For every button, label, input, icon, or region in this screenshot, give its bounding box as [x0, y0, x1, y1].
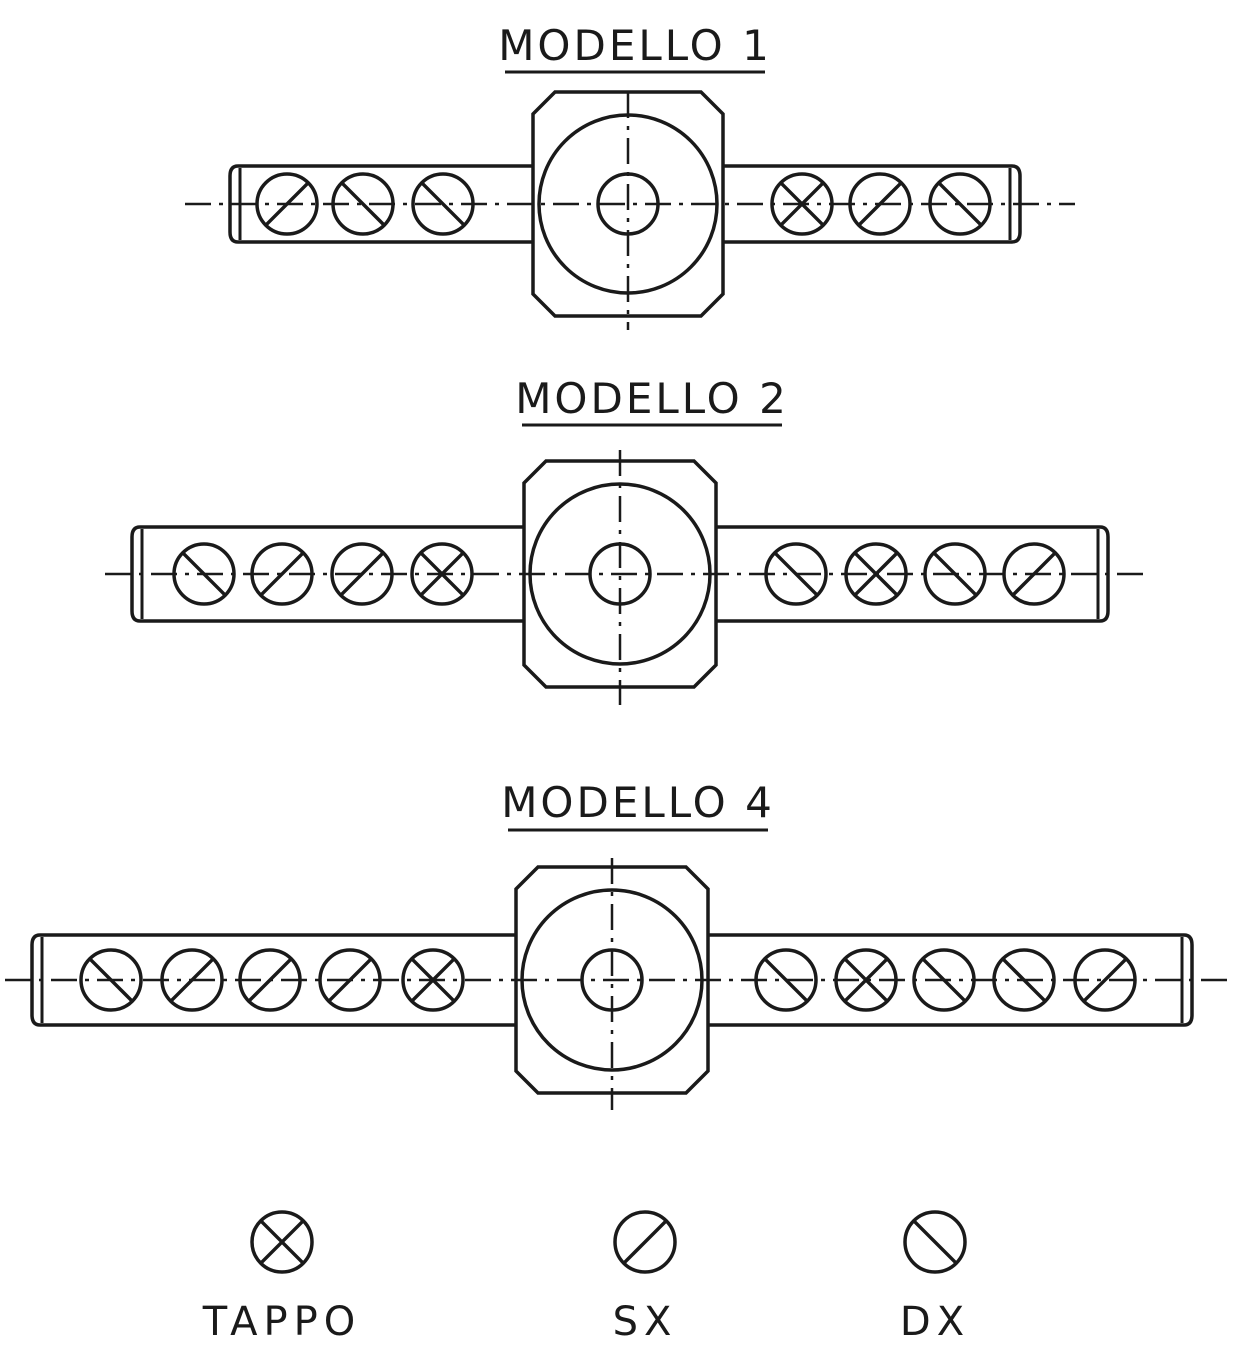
plug-backslash-line: [339, 180, 387, 228]
plug-slash-line: [338, 550, 386, 598]
plug-slash-line: [621, 1218, 669, 1266]
model-title: MODELLO 4: [501, 778, 775, 827]
legend-item-sx: SX: [613, 1210, 678, 1345]
model-3: MODELLO 4: [5, 778, 1232, 1110]
model-title: MODELLO 1: [498, 21, 772, 70]
plug-slash-line: [1081, 956, 1129, 1004]
legend-label: TAPPO: [202, 1299, 361, 1345]
legend-label: SX: [613, 1299, 678, 1345]
plug-tappo-icon: [250, 1210, 314, 1274]
plug-dx-icon: [903, 1210, 967, 1274]
plug-backslash-line: [911, 1218, 959, 1266]
legend-item-dx: DX: [900, 1210, 970, 1345]
plug-sx-icon: [613, 1210, 677, 1274]
plug-cross-line: [258, 1218, 306, 1266]
legend-label: DX: [900, 1299, 970, 1345]
model-2: MODELLO 2: [105, 374, 1145, 705]
plug-cross-line: [842, 956, 890, 1004]
plug-slash-line: [258, 550, 306, 598]
models-layer: MODELLO 1 MODELLO 2 MODELLO 4: [5, 21, 1232, 1110]
plug-backslash-line: [936, 180, 984, 228]
legend-item-tappo: TAPPO: [202, 1210, 361, 1345]
plug-dx-icon: [754, 948, 818, 1012]
plug-dx-icon: [928, 172, 992, 236]
model-title: MODELLO 2: [515, 374, 789, 423]
plug-backslash-line: [419, 180, 467, 228]
plug-backslash-line: [762, 956, 810, 1004]
model-1: MODELLO 1: [185, 21, 1075, 330]
plug-sx-icon: [330, 542, 394, 606]
legend-layer: TAPPO SX DX: [202, 1210, 970, 1345]
